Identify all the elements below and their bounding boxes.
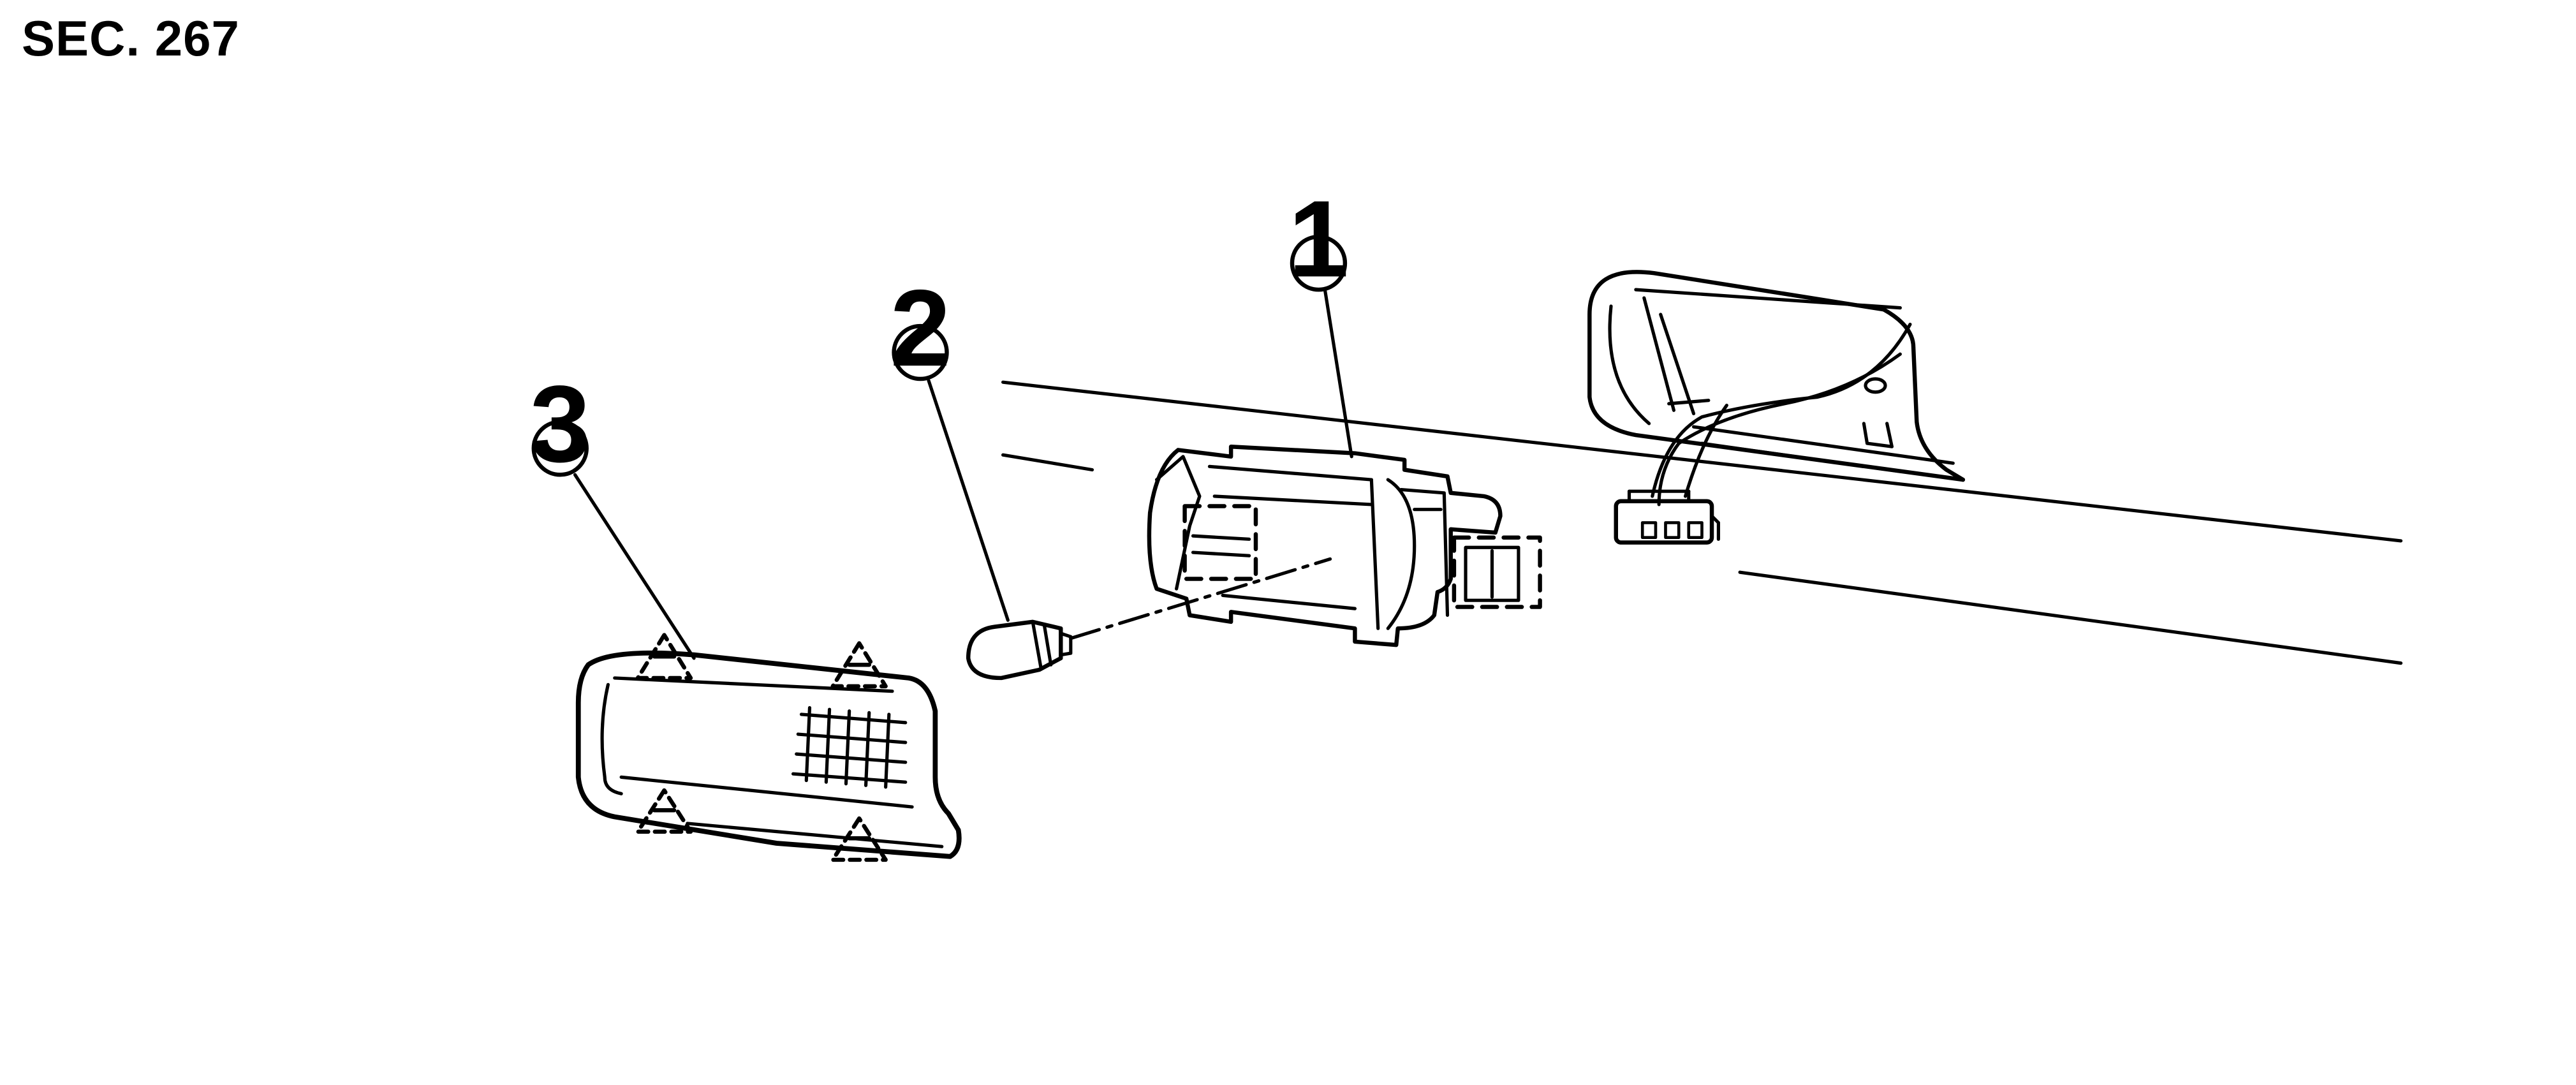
harness-connector: [1614, 489, 1720, 545]
callout-3-number: 3: [530, 364, 591, 485]
callout-3: 3: [530, 364, 696, 660]
pawl-markers: [635, 633, 888, 862]
callout-2: 2: [890, 267, 1010, 622]
installation-axis: [1069, 557, 1332, 640]
lamp-housing: [1147, 444, 1542, 647]
lens-cover: [575, 633, 962, 862]
harness-bracket: [1587, 270, 1966, 545]
callout-2-number: 2: [890, 267, 951, 389]
callout-1-circle: [1290, 234, 1348, 292]
callout-1: 1: [1288, 178, 1353, 459]
callout-2-circle: [892, 323, 949, 381]
lens-grid: [791, 705, 908, 789]
callout-1-number: 1: [1288, 178, 1349, 300]
bulb: [966, 619, 1073, 681]
section-label: SEC. 267: [22, 10, 240, 66]
body-panel-lines: [1001, 380, 2403, 665]
callout-3-circle: [531, 420, 589, 477]
